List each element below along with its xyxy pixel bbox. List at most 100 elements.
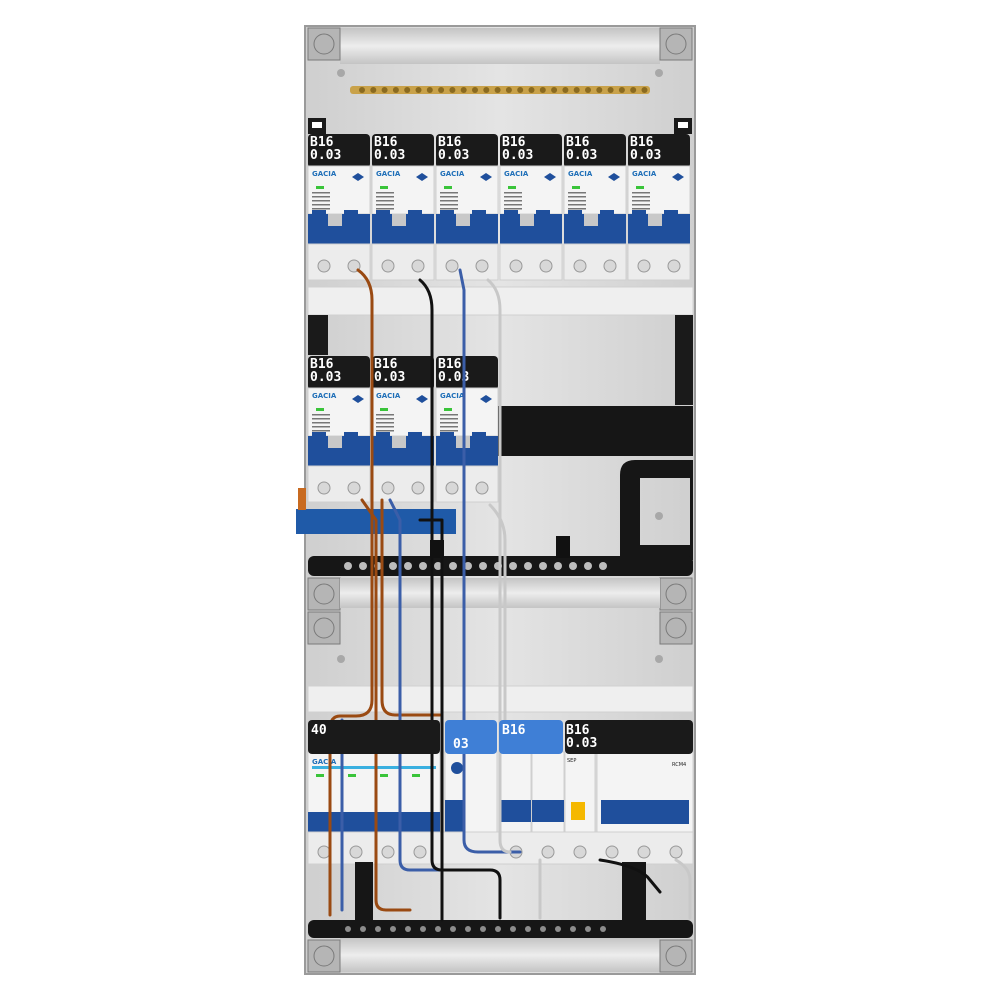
spec-line [504,204,522,206]
breaker-sensitivity: 0.03 [374,148,405,163]
bus-screw [404,87,411,93]
bus-screw [551,87,558,93]
spec-line [312,430,330,432]
sep-face [564,751,596,835]
breaker-brand: GACIA [312,170,337,178]
toggle-left [632,210,646,226]
spec-line [632,200,650,202]
status-led [380,774,388,777]
breaker-rating: B16 [310,357,334,372]
brand-logo-icon [352,395,364,403]
panel-holes [337,69,663,663]
terminal-dot [405,926,411,932]
rcbo-label-bg [565,720,693,754]
spec-line [376,430,394,432]
breaker-rating: B16 [374,135,398,150]
toggle-left [568,210,582,226]
terminal-screw [573,259,587,273]
bus-screw [596,87,603,93]
bus-screw [505,87,512,93]
terminal-screw [317,259,331,273]
wire [458,268,522,854]
breaker-label-bg [372,134,434,168]
breaker-face [307,165,371,215]
terminal-face [435,465,499,503]
spec-line [504,208,522,210]
breaker-sensitivity: 0.03 [438,148,469,163]
spec-line [440,418,458,420]
terminal-dot [375,926,381,932]
terminal-screw [445,481,459,495]
status-led [316,408,324,411]
terminal-screw [605,845,619,859]
rcd-label: 03 [453,737,469,752]
spec-line [568,204,586,206]
small-breaker-body [532,800,564,822]
status-led [444,186,452,189]
bus-screw [472,87,478,93]
spec-line [312,418,330,420]
terminal-dot [479,562,487,570]
terminal-dot [359,562,367,570]
bus-screw [438,87,445,93]
spec-line [376,422,394,424]
brand-logo-icon [416,173,428,181]
toggle-gap [328,436,342,448]
spec-line [376,200,394,202]
breaker-rating: B16 [566,135,590,150]
spec-line [568,192,586,194]
sep-indicator [571,802,585,820]
brand-logo-icon [480,395,492,403]
terminal-dot [449,562,457,570]
wire [486,278,512,854]
toggle-right [536,210,550,226]
brand-logo-icon [544,173,556,181]
breaker-rating: B16 [630,135,654,150]
breaker-face [371,165,435,215]
toggle-gap [392,214,406,226]
terminal-face [563,243,627,281]
bus-screw [539,87,546,93]
status-led [316,774,324,777]
bus-screw [415,87,422,93]
terminal-dot [434,562,442,570]
spec-line [632,196,650,198]
mounting-screws [307,27,693,973]
terminal-dot [585,926,591,932]
terminal-screw [637,259,651,273]
breaker-brand: GACIA [440,170,465,178]
bus-screw [630,87,637,93]
spec-line [440,200,458,202]
toggle-left [376,432,390,448]
breaker-label-bg [628,134,690,168]
terminal-screws-mid [344,562,607,570]
terminal-screw [475,481,489,495]
spec-line [376,208,394,210]
breaker-sensitivity: 0.03 [630,148,661,163]
terminal-screw [603,259,617,273]
breaker-brand: GACIA [376,392,401,400]
toggle-right [344,210,358,226]
terminal-dot [510,926,516,932]
spec-line [312,422,330,424]
terminal-dot [404,562,412,570]
breaker-brand: GACIA [504,170,529,178]
terminal-screws-bottom [345,926,606,932]
toggle-gap [648,214,662,226]
breaker-label-bg [308,356,370,390]
toggle-right [472,432,486,448]
breaker-sensitivity: 0.03 [502,148,533,163]
spec-line [376,414,394,416]
terminal-screw [349,845,363,859]
spec-line [376,418,394,420]
bus-screw [618,87,625,93]
rcbo-sensitivity: 0.03 [566,736,597,751]
spec-line [440,208,458,210]
breaker-face [627,165,691,215]
spec-line [440,204,458,206]
terminal-dot [344,562,352,570]
terminal-dot [540,926,546,932]
spec-line [504,196,522,198]
main-switch-label: 40 [311,723,327,738]
wire [388,498,482,872]
